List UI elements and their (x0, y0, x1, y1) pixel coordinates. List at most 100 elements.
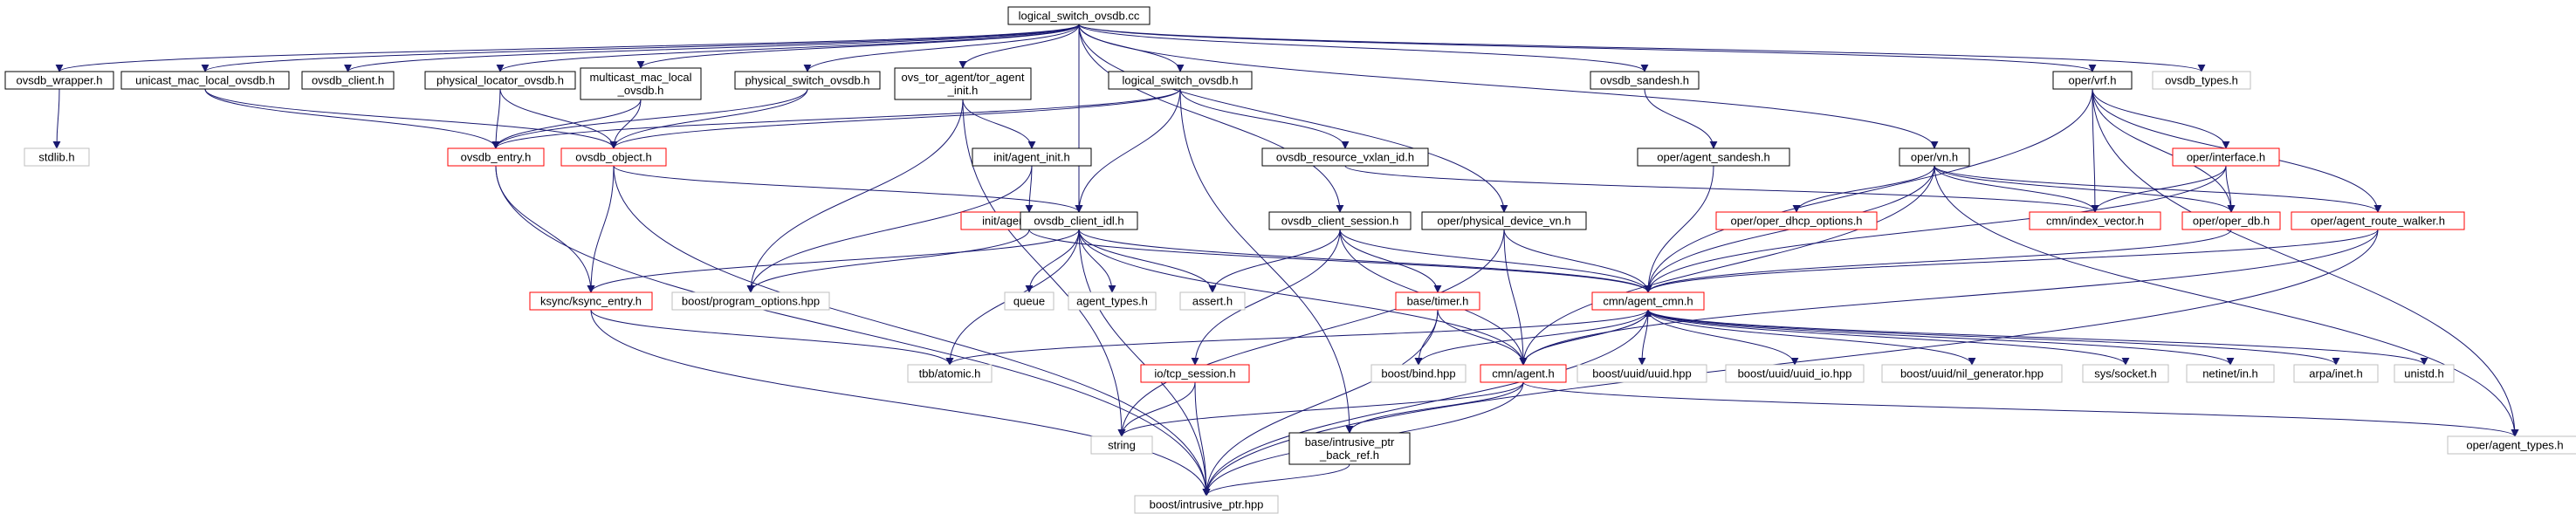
node-box-base_timer (1395, 291, 1480, 311)
edge-logical_switch_h-to-ovsdb_client_idl (1075, 88, 1181, 213)
node-label-boost_uuid_nil: boost/uuid/nil_generator.hpp (1900, 367, 2044, 380)
node-label-ovsdb_resource_vxlan: ovsdb_resource_vxlan_id.h (1276, 151, 1414, 164)
node-ovs_tor_agent[interactable]: ovs_tor_agent/tor_agent_init.h (894, 67, 1032, 100)
node-io_tcp_session[interactable]: io/tcp_session.h (1140, 364, 1250, 383)
node-logical_switch_h[interactable]: logical_switch_ovsdb.h (1108, 71, 1253, 90)
edge-ksync_ksync_entry-to-boost_intrusive_ptr (590, 309, 1211, 497)
node-netinet_in[interactable]: netinet/in.h (2186, 364, 2275, 383)
node-box-oper_agent_sandesh (1637, 147, 1790, 167)
node-oper_dhcp_options[interactable]: oper/oper_dhcp_options.h (1715, 211, 1878, 230)
edge-ovs_tor_agent-to-init_agent_init (962, 99, 1036, 149)
edge-cmn_agent_cmn-to-boost_uuid_nil (1647, 309, 1976, 366)
node-multicast_mac_local[interactable]: multicast_mac_local_ovsdb.h (580, 67, 702, 100)
node-ovsdb_client[interactable]: ovsdb_client.h (301, 71, 395, 90)
edge-init_agent_param-to-boost_program_options (746, 229, 1030, 293)
node-label-assert: assert.h (1192, 295, 1233, 308)
node-ovsdb_entry[interactable]: ovsdb_entry.h (447, 147, 545, 167)
node-label-multicast_mac_local: multicast_mac_local (589, 71, 691, 84)
node-label-ovs_tor_agent: _init.h (947, 84, 979, 97)
node-label-base_timer: base/timer.h (1407, 295, 1469, 308)
node-init_agent_init[interactable]: init/agent_init.h (972, 147, 1092, 167)
node-arpa_inet[interactable]: arpa/inet.h (2293, 364, 2379, 383)
node-boost_uuid[interactable]: boost/uuid/uuid.hpp (1577, 364, 1707, 383)
node-box-unistd (2394, 364, 2455, 383)
edge-ovs_tor_agent-to-boost_program_options (746, 99, 964, 293)
node-oper_vn[interactable]: oper/vn.h (1899, 147, 1970, 167)
node-ovsdb_sandesh[interactable]: ovsdb_sandesh.h (1590, 71, 1700, 90)
node-ovsdb_object[interactable]: ovsdb_object.h (560, 147, 667, 167)
edge-oper_physical_device_vn-to-cmn_agent (1503, 229, 1528, 366)
node-boost_intrusive_ptr[interactable]: boost/intrusive_ptr.hpp (1134, 495, 1279, 514)
edge-oper_vn-to-cmn_index_vector (1934, 165, 2099, 213)
node-label-ovsdb_wrapper: ovsdb_wrapper.h (16, 74, 102, 87)
node-boost_uuid_nil[interactable]: boost/uuid/nil_generator.hpp (1881, 364, 2063, 383)
node-label-oper_physical_device_vn: oper/physical_device_vn.h (1437, 215, 1570, 228)
node-string[interactable]: string (1090, 435, 1153, 455)
node-box-ovsdb_types (2152, 71, 2251, 90)
node-box-assert (1179, 291, 1246, 311)
node-agent_types[interactable]: agent_types.h (1068, 291, 1157, 311)
node-label-cmn_agent: cmn/agent.h (1492, 367, 1555, 380)
edge-oper_oper_db-to-cmn_agent_cmn (1644, 229, 2232, 293)
node-assert[interactable]: assert.h (1179, 291, 1246, 311)
node-queue[interactable]: queue (1004, 291, 1054, 311)
node-ovsdb_resource_vxlan[interactable]: ovsdb_resource_vxlan_id.h (1261, 147, 1429, 167)
node-physical_locator[interactable]: physical_locator_ovsdb.h (424, 71, 576, 90)
node-tbb_atomic[interactable]: tbb/atomic.h (907, 364, 993, 383)
node-ovsdb_wrapper[interactable]: ovsdb_wrapper.h (4, 71, 114, 90)
node-oper_physical_device_vn[interactable]: oper/physical_device_vn.h (1421, 211, 1587, 230)
node-label-oper_interface: oper/interface.h (2187, 151, 2265, 164)
node-label-oper_agent_route_walker: oper/agent_route_walker.h (2311, 215, 2445, 228)
node-box-netinet_in (2186, 364, 2275, 383)
node-label-ovsdb_client: ovsdb_client.h (312, 74, 384, 87)
node-label-sys_socket: sys/socket.h (2094, 367, 2157, 380)
node-base_intrusive_ptr_back_ref[interactable]: base/intrusive_ptr_back_ref.h (1288, 432, 1411, 465)
node-boost_program_options[interactable]: boost/program_options.hpp (671, 291, 830, 311)
edge-logical_switch_h-to-base_intrusive_ptr_back_ref (1179, 88, 1354, 434)
node-box-ovsdb_client (301, 71, 395, 90)
edge-ovsdb_object-to-boost_intrusive_ptr (613, 165, 1211, 497)
edge-logical_switch_h-to-ovsdb_entry (491, 88, 1181, 149)
node-label-tbb_atomic: tbb/atomic.h (919, 367, 981, 380)
node-box-ovsdb_entry (447, 147, 545, 167)
edge-oper_physical_device_vn-to-cmn_agent_cmn (1503, 229, 1652, 293)
node-sys_socket[interactable]: sys/socket.h (2082, 364, 2169, 383)
node-ovsdb_client_idl[interactable]: ovsdb_client_idl.h (1020, 211, 1138, 230)
node-root[interactable]: logical_switch_ovsdb.cc (1007, 6, 1151, 25)
node-cmn_agent[interactable]: cmn/agent.h (1480, 364, 1567, 383)
edge-oper_vn-to-oper_dhcp_options (1792, 165, 1935, 213)
node-label-ksync_ksync_entry: ksync/ksync_entry.h (540, 295, 642, 308)
node-oper_agent_route_walker[interactable]: oper/agent_route_walker.h (2291, 211, 2465, 230)
node-unicast_mac_local[interactable]: unicast_mac_local_ovsdb.h (120, 71, 290, 90)
node-box-cmn_agent (1480, 364, 1567, 383)
node-boost_bind[interactable]: boost/bind.hpp (1370, 364, 1467, 383)
edge-oper_agent_route_walker-to-cmn_agent (1519, 229, 2379, 366)
node-cmn_index_vector[interactable]: cmn/index_vector.h (2029, 211, 2161, 230)
node-box-boost_uuid_io (1725, 364, 1865, 383)
node-ovsdb_client_session[interactable]: ovsdb_client_session.h (1268, 211, 1412, 230)
node-cmn_agent_cmn[interactable]: cmn/agent_cmn.h (1591, 291, 1705, 311)
node-ovsdb_types[interactable]: ovsdb_types.h (2152, 71, 2251, 90)
node-oper_vrf[interactable]: oper/vrf.h (2052, 71, 2133, 90)
node-oper_agent_types[interactable]: oper/agent_types.h (2447, 435, 2576, 455)
node-label-stdlib: stdlib.h (38, 151, 74, 164)
node-unistd[interactable]: unistd.h (2394, 364, 2455, 383)
edge-root-to-ovsdb_client_session (1078, 24, 1344, 213)
node-oper_oper_db[interactable]: oper/oper_db.h (2181, 211, 2281, 230)
edge-cmn_agent-to-oper_agent_types (1522, 381, 2519, 437)
node-base_timer[interactable]: base/timer.h (1395, 291, 1480, 311)
node-box-ovsdb_sandesh (1590, 71, 1700, 90)
node-stdlib[interactable]: stdlib.h (24, 147, 90, 167)
node-label-ovsdb_client_idl: ovsdb_client_idl.h (1034, 215, 1123, 228)
edge-oper_physical_device_vn-to-string (1117, 229, 1505, 437)
node-physical_switch[interactable]: physical_switch_ovsdb.h (734, 71, 881, 90)
node-ksync_ksync_entry[interactable]: ksync/ksync_entry.h (529, 291, 653, 311)
edge-ovsdb_client_session-to-assert (1208, 229, 1341, 293)
edge-physical_switch-to-ovsdb_object (609, 88, 808, 149)
node-oper_interface[interactable]: oper/interface.h (2172, 147, 2280, 167)
node-box-physical_switch (734, 71, 881, 90)
node-oper_agent_sandesh[interactable]: oper/agent_sandesh.h (1637, 147, 1790, 167)
node-boost_uuid_io[interactable]: boost/uuid/uuid_io.hpp (1725, 364, 1865, 383)
node-box-ovsdb_object (560, 147, 667, 167)
edge-ksync_ksync_entry-to-tbb_atomic (590, 309, 954, 366)
